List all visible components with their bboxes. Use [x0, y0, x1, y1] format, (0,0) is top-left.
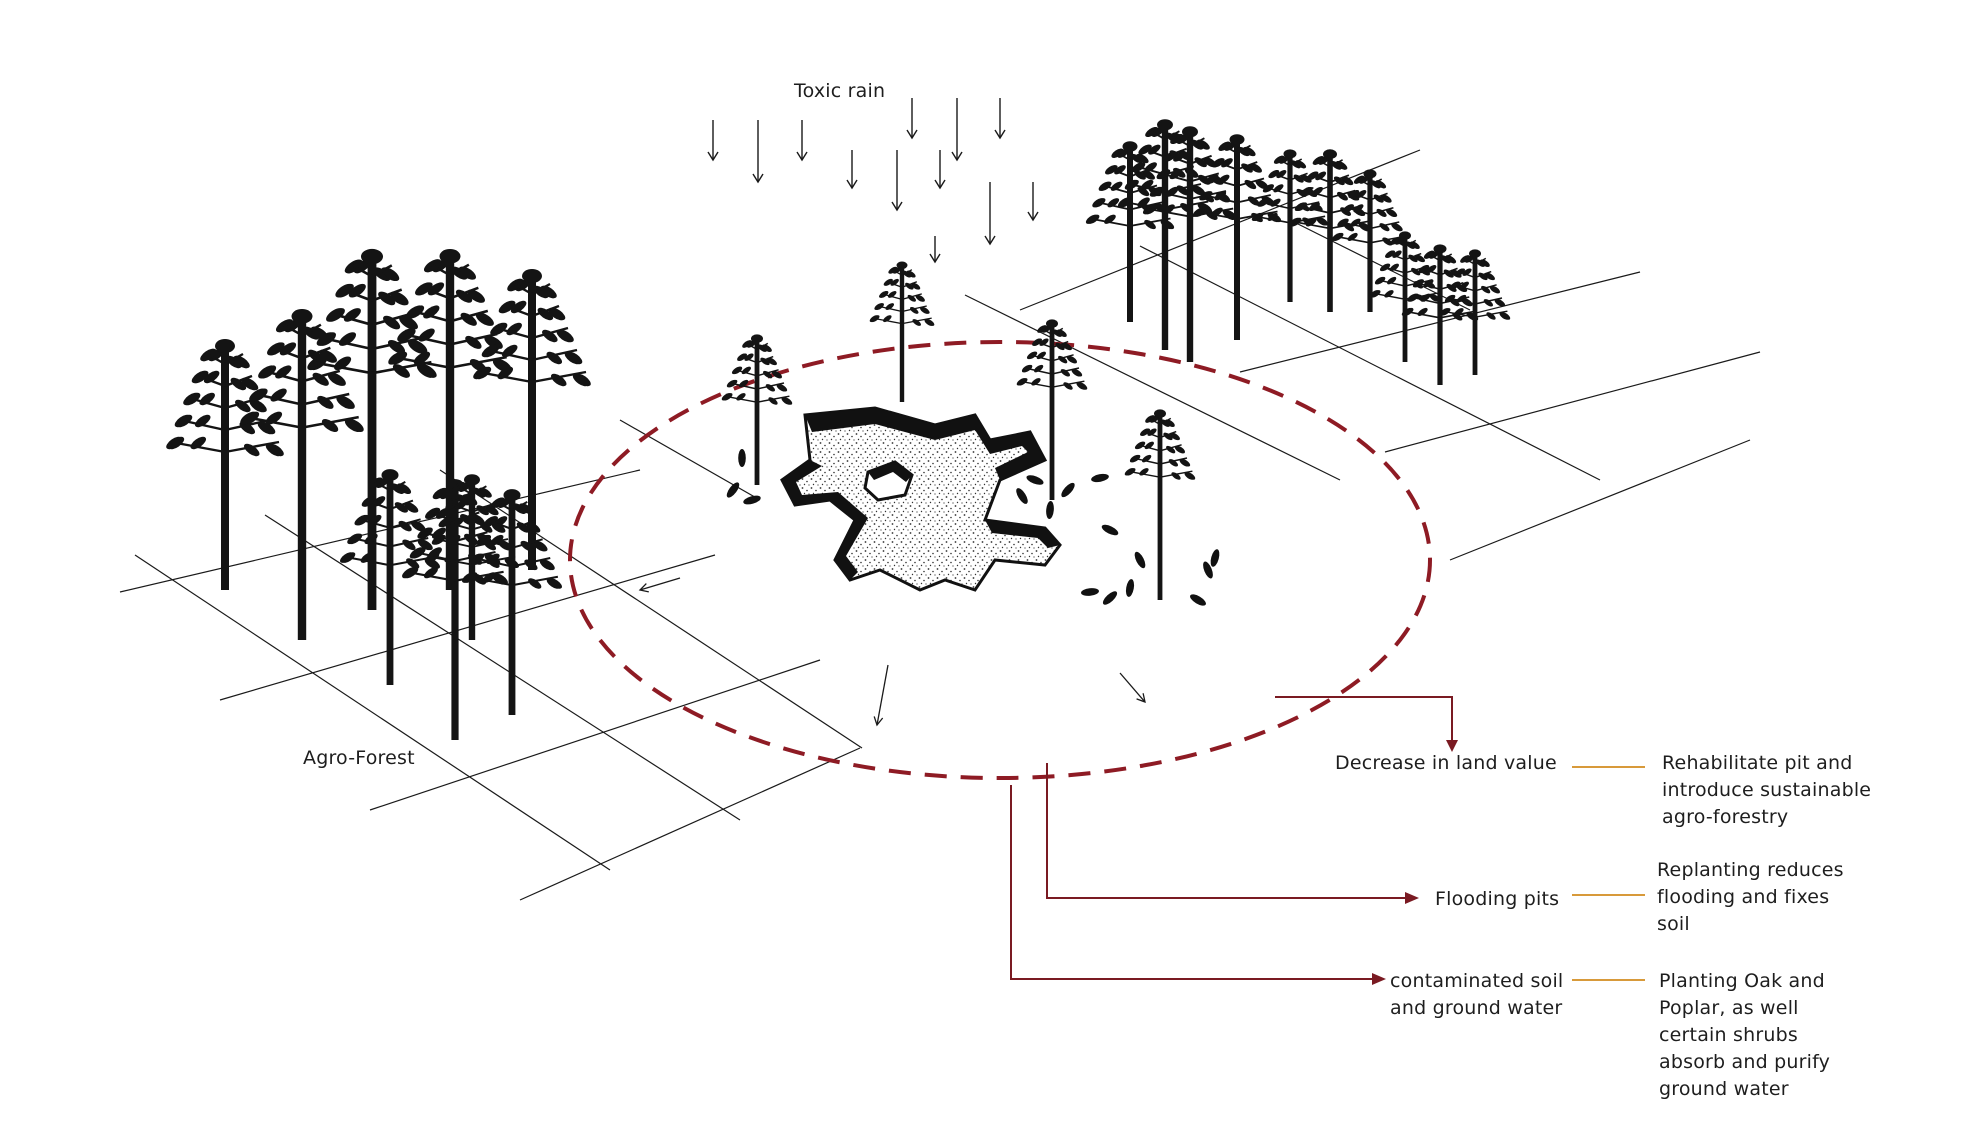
- tree-icon: [424, 474, 520, 640]
- rain-arrow-head: [1027, 211, 1039, 222]
- tree-icon: [473, 269, 591, 570]
- leaf-icon: [1091, 473, 1109, 483]
- fallen-leaves: [726, 449, 1220, 606]
- rain-arrow-head: [929, 253, 941, 264]
- grid-line: [219, 554, 716, 701]
- agro-forest-right-trees: [1085, 119, 1511, 385]
- tree-icon: [1439, 249, 1511, 375]
- central-pit-trees: [721, 261, 1196, 600]
- grid-line: [439, 469, 863, 749]
- leaf-icon: [1061, 482, 1075, 498]
- leaf-icon: [1026, 475, 1044, 485]
- impact-solution-flooding: Replanting reduces flooding and fixes so…: [1657, 859, 1844, 935]
- dispersion-arrow: [876, 664, 889, 726]
- grid-line: [1384, 351, 1761, 453]
- grid-line: [519, 747, 861, 901]
- grid-line: [1449, 439, 1751, 561]
- leaf-icon: [1190, 594, 1206, 606]
- tree-icon: [388, 248, 512, 590]
- rain-arrow-head: [934, 179, 946, 190]
- impact-solution-land-value: Rehabilitate pit and introduce sustainab…: [1662, 752, 1872, 828]
- tree-icon: [166, 339, 284, 590]
- dispersion-arrow-head: [1136, 693, 1146, 704]
- tree-icon: [1331, 169, 1409, 312]
- tree-icon: [307, 248, 437, 610]
- rain-arrow-head: [994, 129, 1006, 140]
- rain-arrow-head: [752, 173, 764, 184]
- impact-problem-land-value: Decrease in land value: [1335, 752, 1557, 774]
- grid-line: [964, 294, 1341, 481]
- leaf-icon: [1125, 579, 1135, 597]
- grid-line: [1139, 245, 1601, 481]
- grid-line: [1289, 219, 1471, 311]
- toxic-rain-label: Toxic rain: [794, 80, 886, 102]
- grid-line: [1019, 149, 1421, 311]
- dispersion-arrow-head: [638, 583, 649, 593]
- tree-icon: [1288, 149, 1372, 312]
- leaf-icon: [1203, 561, 1213, 579]
- impact-problem-flooding: Flooding pits: [1435, 888, 1560, 910]
- tree-icon: [721, 334, 793, 485]
- impact-solution-contamination: Planting Oak and Poplar, as well certain…: [1659, 970, 1831, 1100]
- impact-zone-ellipse: [568, 340, 1432, 780]
- rain-arrow-head: [906, 129, 918, 140]
- leaf-icon: [1210, 549, 1220, 567]
- leaf-icon: [743, 495, 761, 505]
- agro-forest-label: Agro-Forest: [303, 747, 415, 769]
- rain-arrow-head: [707, 151, 719, 162]
- rain-arrow-head: [891, 201, 903, 212]
- dispersion-arrow-head: [873, 716, 884, 727]
- tree-icon: [1124, 409, 1196, 600]
- agro-forest-left-trees: [166, 248, 591, 740]
- leaf-icon: [738, 449, 746, 467]
- tree-icon: [240, 308, 364, 640]
- grid-line: [134, 554, 611, 871]
- leaf-icon: [1016, 488, 1028, 504]
- dispersion-arrow: [639, 577, 681, 591]
- tree-icon: [462, 489, 562, 715]
- rain-arrow-head: [796, 151, 808, 162]
- dispersion-arrows: [638, 577, 1146, 727]
- solution-leaders: [1572, 766, 1645, 981]
- tree-icon: [1016, 319, 1088, 500]
- rain-arrow-head: [951, 151, 963, 162]
- toxic-rain-arrows: [707, 98, 1039, 264]
- tree-icon: [1085, 141, 1175, 322]
- impact-connectors: [1010, 696, 1458, 985]
- leaf-icon: [1102, 591, 1118, 605]
- rain-arrow-head: [846, 179, 858, 190]
- dispersion-arrow: [1119, 672, 1146, 703]
- grid-line: [264, 514, 741, 821]
- leaf-icon: [726, 482, 740, 498]
- grid-line: [369, 659, 821, 811]
- leaf-icon: [1046, 501, 1054, 519]
- grid-left: [119, 419, 863, 901]
- leaf-icon: [1101, 524, 1119, 536]
- tree-icon: [869, 261, 935, 402]
- leaf-icon: [1134, 551, 1146, 569]
- leaf-icon: [1081, 588, 1099, 596]
- impact-problem-contamination: contaminated soil and ground water: [1390, 970, 1564, 1019]
- tree-icon: [340, 469, 440, 685]
- grid-line: [119, 469, 641, 593]
- quarry-pit: [780, 406, 1062, 592]
- rain-arrow-head: [984, 235, 996, 246]
